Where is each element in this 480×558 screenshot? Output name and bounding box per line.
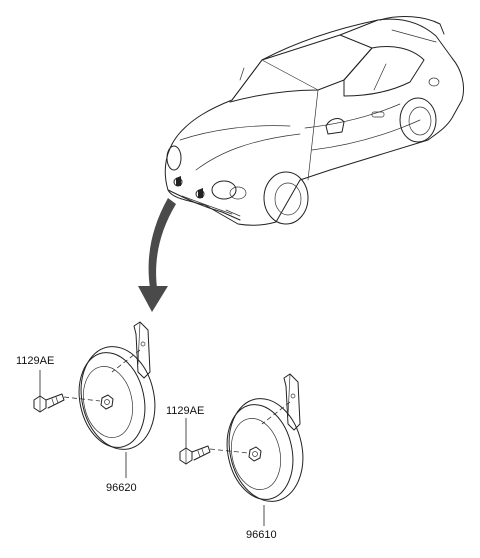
label-horn-right: 96610: [246, 529, 277, 541]
label-horn-left: 96620: [106, 482, 137, 494]
horn-96610: [226, 373, 304, 502]
label-bolt-right: 1129AE: [166, 405, 204, 417]
label-bolt-left: 1129AE: [16, 355, 54, 367]
horn-96620: [78, 321, 156, 450]
location-arrow: [138, 198, 176, 312]
car-illustration: [164, 16, 465, 226]
bolt-1129AE-right: [179, 445, 249, 465]
bolt-1129AE-left: [33, 393, 101, 413]
leader-lines: [39, 370, 265, 526]
